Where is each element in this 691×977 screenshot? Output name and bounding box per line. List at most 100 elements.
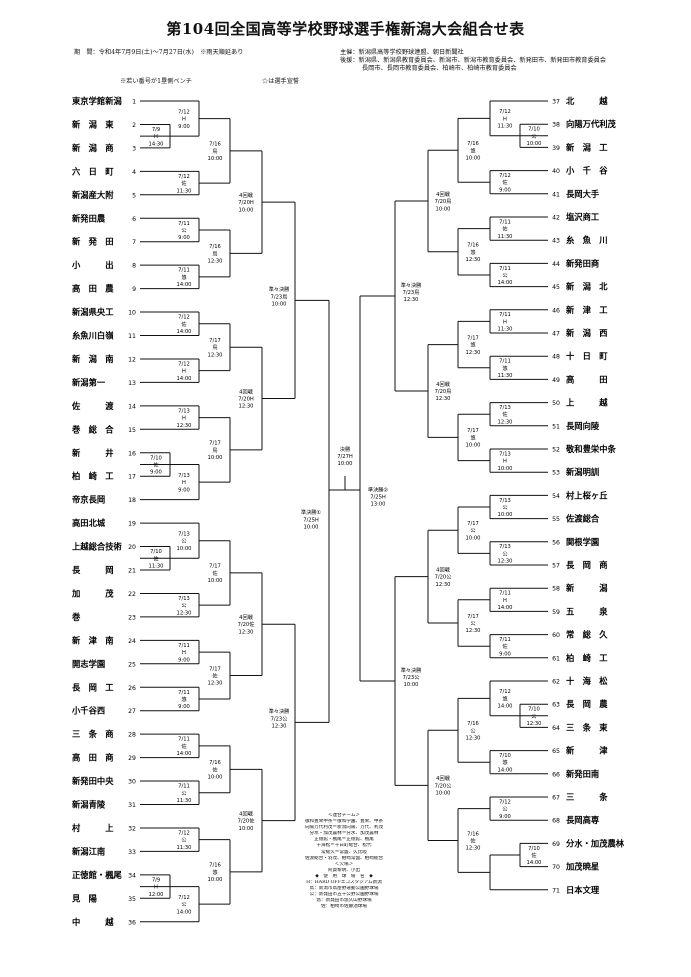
team-number: 26 xyxy=(128,685,136,692)
match-label: 7/13 xyxy=(178,473,190,479)
team-number: 61 xyxy=(552,655,560,662)
match-label: H xyxy=(154,134,158,140)
match-label: 7/9 xyxy=(152,877,160,883)
match-label: 7/13 xyxy=(499,451,511,457)
note-line: 阿賀黎明、小出 xyxy=(327,867,361,873)
match-label: 10:00 xyxy=(208,455,223,461)
team-number: 66 xyxy=(552,771,560,778)
team-name: 帝京長岡 xyxy=(72,495,105,505)
match-label: 7/12 xyxy=(499,689,511,695)
match-label: 7/16 xyxy=(209,142,221,148)
match-label: 公 xyxy=(181,228,186,234)
team-number: 46 xyxy=(552,307,560,314)
match-label: 7/11 xyxy=(178,643,190,649)
team-number: 16 xyxy=(128,450,136,457)
match-label: 7/17 xyxy=(209,338,221,344)
match-label: 14:00 xyxy=(177,376,192,382)
match-label: 佐 xyxy=(502,642,507,650)
team-name: 正徳館・楓尾 xyxy=(72,870,122,880)
team-number: 21 xyxy=(128,568,136,575)
bench-note: ※若い番号が1塁側ベンチ xyxy=(120,78,192,85)
team-number: 19 xyxy=(128,521,136,528)
match-label: 9:00 xyxy=(499,814,511,820)
match-label: 公 xyxy=(502,807,507,813)
match-label: 公 xyxy=(181,603,186,609)
team-name: 新 潟 北 xyxy=(566,282,608,292)
team-name: 村上桜ヶ丘 xyxy=(565,490,608,500)
team-number: 43 xyxy=(552,238,560,245)
match-label: 佐 xyxy=(181,320,186,328)
team-number: 15 xyxy=(128,427,136,434)
team-number: 3 xyxy=(132,145,136,152)
team-name: 長 岡 xyxy=(72,565,114,575)
match-label: 公 xyxy=(470,728,475,734)
match-label: 7/20公 xyxy=(435,783,452,789)
match-label: 7/27H xyxy=(337,454,353,460)
match-label: H xyxy=(503,459,507,465)
match-label: 10:00 xyxy=(239,826,254,832)
team-name: 小 千 谷 xyxy=(565,166,608,176)
match-label: 12:30 xyxy=(527,721,542,727)
team-number: 54 xyxy=(552,493,560,500)
note-line: 悠：新発田市悠久山野球場 xyxy=(316,898,372,904)
match-label: 悠 xyxy=(181,695,187,703)
match-label: 14:00 xyxy=(498,280,513,286)
match-label: 佐 xyxy=(212,765,217,773)
team-name: 新発田商 xyxy=(566,258,599,268)
team-name: 新 潟 東 xyxy=(72,119,114,129)
match-label: 7/11 xyxy=(499,219,511,225)
match-label: 14:00 xyxy=(498,605,513,611)
team-name: 新 潟 西 xyxy=(566,328,608,338)
match-label: 佐 xyxy=(212,569,217,577)
match-label: 14:30 xyxy=(149,141,164,147)
match-label: 7/16 xyxy=(209,244,221,250)
team-name: 開志学園 xyxy=(72,659,105,669)
team-name: 長岡高専 xyxy=(566,815,600,825)
match-label: 12:30 xyxy=(177,423,192,429)
team-name: 五 泉 xyxy=(566,606,608,616)
team-name: 巻 総 合 xyxy=(71,424,114,434)
team-name: 高田北城 xyxy=(72,518,106,528)
match-label: 公 xyxy=(531,714,536,720)
team-number: 20 xyxy=(128,544,136,551)
match-label: 7/12 xyxy=(178,830,190,836)
team-number: 13 xyxy=(128,380,136,387)
team-name: 新 発 田 xyxy=(72,237,114,247)
match-label: 準々決勝 xyxy=(401,666,423,674)
team-name: 新潟第一 xyxy=(72,377,106,387)
team-number: 18 xyxy=(128,497,136,504)
match-label: 10:00 xyxy=(498,466,513,472)
match-label: 7/17 xyxy=(209,666,221,672)
team-name: 中 越 xyxy=(72,917,114,927)
match-label: 14:00 xyxy=(527,860,542,866)
team-name: 加 茂 xyxy=(71,588,114,598)
match-label: 7/13 xyxy=(178,596,190,602)
match-label: 9:00 xyxy=(178,704,190,710)
match-label: 7/16 xyxy=(467,831,479,837)
match-label: 7/25H xyxy=(370,495,386,501)
team-number: 58 xyxy=(552,586,560,593)
match-label: H xyxy=(182,369,186,375)
match-label: 10:00 xyxy=(466,443,481,449)
team-number: 45 xyxy=(552,284,560,291)
match-label: 佐 xyxy=(502,178,507,186)
match-label: 4回戦 xyxy=(436,380,450,388)
match-label: 悠 xyxy=(470,248,476,256)
match-label: 7/10 xyxy=(528,846,540,852)
team-number: 23 xyxy=(128,614,136,621)
match-label: 7/20佐 xyxy=(238,817,255,825)
team-name: 日本文理 xyxy=(566,885,600,895)
match-label: 悠 xyxy=(212,868,218,876)
match-label: 7/10 xyxy=(528,127,540,133)
match-label: 公 xyxy=(181,539,186,545)
match-label: 7/11 xyxy=(499,359,511,365)
team-number: 42 xyxy=(552,215,560,222)
match-label: 13:00 xyxy=(371,502,386,508)
team-number: 63 xyxy=(552,702,560,709)
match-label: 12:30 xyxy=(466,846,481,852)
match-label: 7/12 xyxy=(499,173,511,179)
match-label: 公 xyxy=(470,528,475,534)
team-name: 新 津 工 xyxy=(566,305,608,315)
match-label: 7/16 xyxy=(209,760,221,766)
match-label: 7/16 xyxy=(467,243,479,249)
